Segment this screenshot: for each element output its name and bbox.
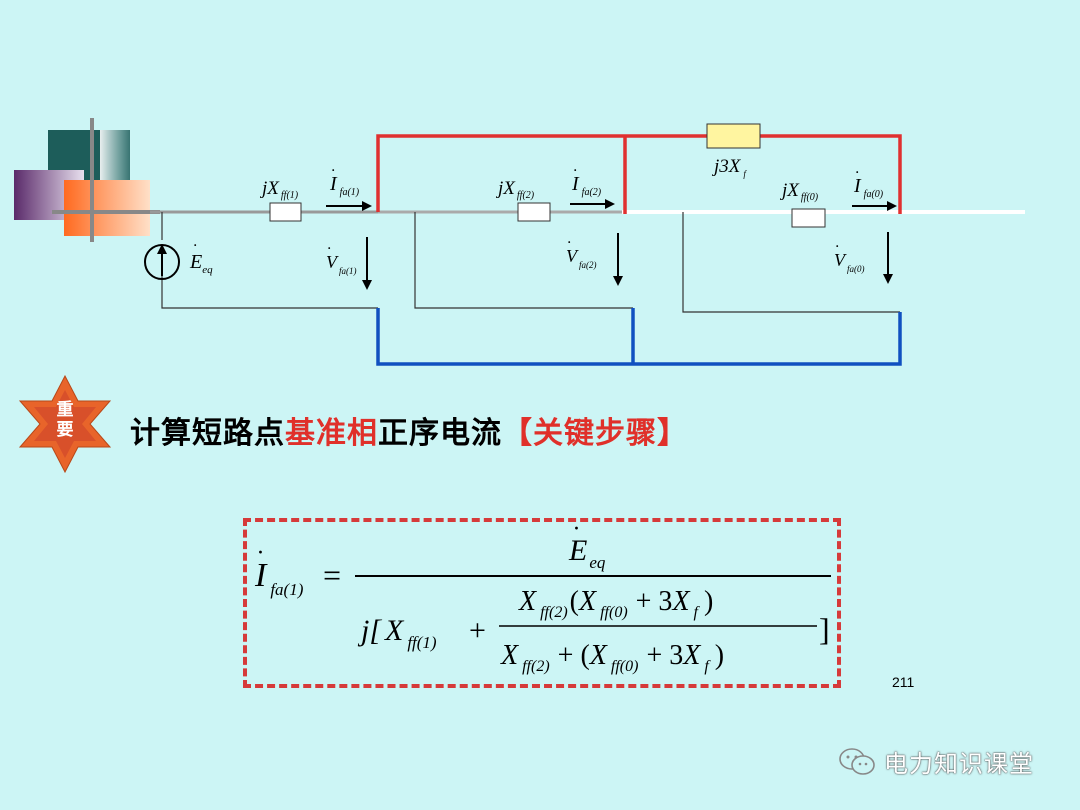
blue-connection-wires xyxy=(376,308,902,366)
heading-part-4: 【关键步骤】 xyxy=(502,416,688,451)
page-number: 211 xyxy=(892,674,915,690)
dot-accent: · xyxy=(193,238,197,254)
dot-accent: · xyxy=(855,165,859,181)
important-star-badge-icon xyxy=(18,374,112,474)
current-arrow-1 xyxy=(326,201,372,211)
dot-accent: · xyxy=(573,518,580,542)
heading-part-3: 正序电流 xyxy=(378,416,502,451)
impedance-box-0 xyxy=(791,208,826,228)
source-emf-label: Eeq xyxy=(189,251,213,276)
voltage-arrow-2 xyxy=(613,233,623,286)
decorative-logo xyxy=(14,118,160,242)
fault-impedance-box xyxy=(706,123,761,149)
dot-accent: · xyxy=(257,541,264,566)
dot-accent: · xyxy=(327,241,331,257)
formula-equals: = xyxy=(323,557,341,593)
dot-accent: · xyxy=(835,239,839,255)
impedance-box-2 xyxy=(517,202,551,222)
dot-accent: · xyxy=(567,235,571,251)
voltage-arrow-1 xyxy=(362,237,372,290)
red-connection-wires xyxy=(376,134,902,214)
watermark: 电力知识课堂 xyxy=(838,744,1034,779)
wechat-icon xyxy=(839,747,875,775)
watermark-text: 电力知识课堂 xyxy=(884,750,1034,778)
current-arrow-2 xyxy=(570,199,615,209)
formula-den-plus: + xyxy=(469,614,486,647)
heading-part-1: 计算短路点 xyxy=(130,416,285,451)
formula-box xyxy=(243,518,841,688)
formula-den-prefix: j[ xyxy=(357,614,382,647)
dot-accent: · xyxy=(331,163,335,179)
heading-part-2: 基准相 xyxy=(285,416,378,451)
badge-text: 重 要 xyxy=(18,400,112,440)
return-wires xyxy=(161,212,900,313)
badge-line-2: 要 xyxy=(56,420,74,440)
formula-den-suffix: ] xyxy=(819,611,830,647)
current-arrow-0 xyxy=(852,201,897,211)
dot-accent: · xyxy=(573,163,577,179)
section-heading: 计算短路点基准相正序电流【关键步骤】 xyxy=(130,408,688,452)
voltage-arrow-0 xyxy=(883,232,893,284)
impedance-box-1 xyxy=(269,202,302,222)
badge-line-1: 重 xyxy=(56,400,74,420)
voltage-source-icon xyxy=(144,244,180,280)
